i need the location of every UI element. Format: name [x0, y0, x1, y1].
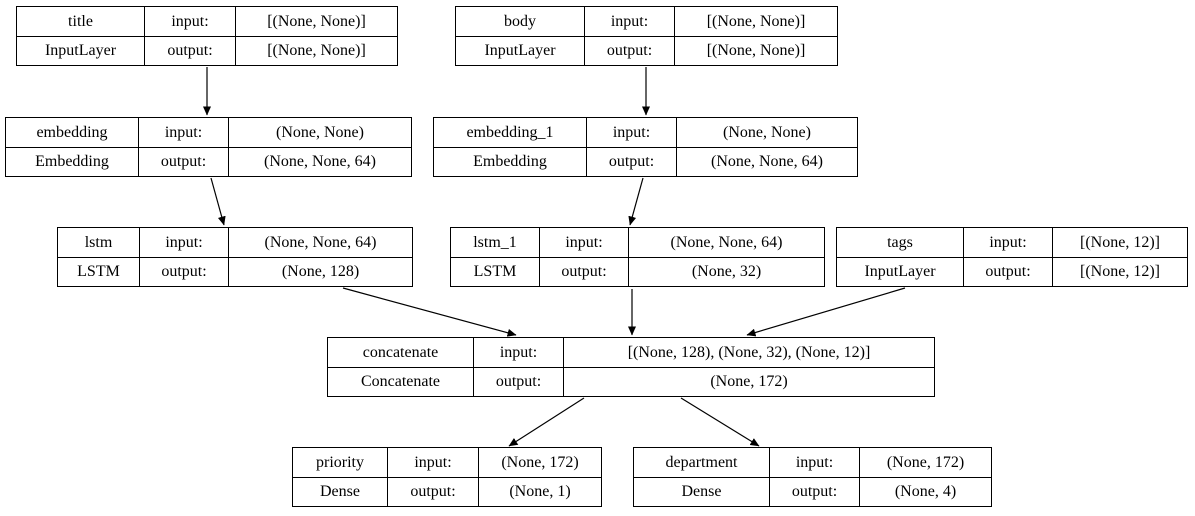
node-title: title input: [(None, None)] InputLayer o…: [16, 6, 398, 66]
node-embedding-1: embedding_1 input: (None, None) Embeddin…: [433, 117, 858, 177]
output-shape: (None, 32): [628, 257, 824, 286]
input-shape: [(None, 128), (None, 32), (None, 12)]: [563, 338, 934, 367]
input-shape: [(None, None)]: [674, 7, 837, 36]
edge-concatenate-priority: [508, 397, 585, 447]
input-shape: [(None, 12)]: [1052, 228, 1187, 257]
input-shape: (None, None, 64): [228, 228, 412, 257]
input-label: input:: [769, 448, 859, 477]
output-shape: [(None, None)]: [674, 36, 837, 65]
input-shape: (None, 172): [478, 448, 601, 477]
input-label: input:: [138, 118, 228, 147]
output-label: output:: [139, 257, 228, 286]
input-label: input:: [387, 448, 478, 477]
node-lstm-1: lstm_1 input: (None, None, 64) LSTM outp…: [450, 227, 825, 287]
output-shape: (None, 4): [859, 477, 991, 506]
input-label: input:: [586, 118, 676, 147]
input-label: input:: [139, 228, 228, 257]
output-label: output:: [963, 257, 1052, 286]
node-embedding: embedding input: (None, None) Embedding …: [5, 117, 412, 177]
edge-lstm-concatenate: [342, 287, 517, 337]
layer-name: priority: [316, 453, 364, 471]
output-label: output:: [769, 477, 859, 506]
input-label: input:: [539, 228, 628, 257]
output-shape: [(None, 12)]: [1052, 257, 1187, 286]
layer-name: lstm_1: [473, 233, 517, 251]
input-shape: (None, None): [676, 118, 857, 147]
layer-class: Dense: [293, 477, 387, 506]
output-shape: (None, 128): [228, 257, 412, 286]
output-label: output:: [584, 36, 674, 65]
layer-class: Embedding: [6, 147, 138, 176]
layer-name: embedding_1: [466, 123, 554, 141]
input-shape: [(None, None)]: [235, 7, 397, 36]
layer-name: department: [665, 453, 738, 471]
layer-name: title: [68, 12, 93, 30]
layer-name: concatenate: [362, 343, 439, 361]
node-lstm: lstm input: (None, None, 64) LSTM output…: [57, 227, 413, 287]
layer-class: InputLayer: [17, 36, 144, 65]
node-concatenate: concatenate input: [(None, 128), (None, …: [327, 337, 935, 397]
layer-class: Concatenate: [328, 367, 473, 396]
edge-embedding-1-lstm-1: [628, 177, 644, 226]
edge-embedding-lstm: [210, 177, 226, 226]
node-department: department input: (None, 172) Dense outp…: [633, 447, 992, 507]
layer-class: LSTM: [451, 257, 539, 286]
layer-name: body: [504, 12, 536, 30]
input-shape: (None, 172): [859, 448, 991, 477]
input-shape: (None, None, 64): [628, 228, 824, 257]
output-shape: (None, None, 64): [676, 147, 857, 176]
layer-class: InputLayer: [456, 36, 584, 65]
layer-name: lstm: [84, 233, 113, 251]
layer-class: Embedding: [434, 147, 586, 176]
node-tags: tags input: [(None, 12)] InputLayer outp…: [836, 227, 1188, 287]
input-label: input:: [963, 228, 1052, 257]
input-label: input:: [144, 7, 235, 36]
input-label: input:: [584, 7, 674, 36]
output-label: output:: [138, 147, 228, 176]
layer-name: embedding: [36, 123, 108, 141]
layer-class: Dense: [634, 477, 769, 506]
node-priority: priority input: (None, 172) Dense output…: [292, 447, 602, 507]
input-label: input:: [473, 338, 563, 367]
output-label: output:: [473, 367, 563, 396]
output-shape: (None, 172): [563, 367, 934, 396]
layer-class: InputLayer: [837, 257, 963, 286]
output-label: output:: [387, 477, 478, 506]
output-shape: [(None, None)]: [235, 36, 397, 65]
output-label: output:: [539, 257, 628, 286]
output-label: output:: [144, 36, 235, 65]
input-shape: (None, None): [228, 118, 411, 147]
node-body: body input: [(None, None)] InputLayer ou…: [455, 6, 838, 66]
output-shape: (None, None, 64): [228, 147, 411, 176]
layer-name: tags: [887, 233, 913, 251]
output-shape: (None, 1): [478, 477, 601, 506]
layer-class: LSTM: [58, 257, 139, 286]
edge-concatenate-department: [680, 397, 760, 447]
edge-tags-concatenate: [746, 287, 906, 337]
output-label: output:: [586, 147, 676, 176]
